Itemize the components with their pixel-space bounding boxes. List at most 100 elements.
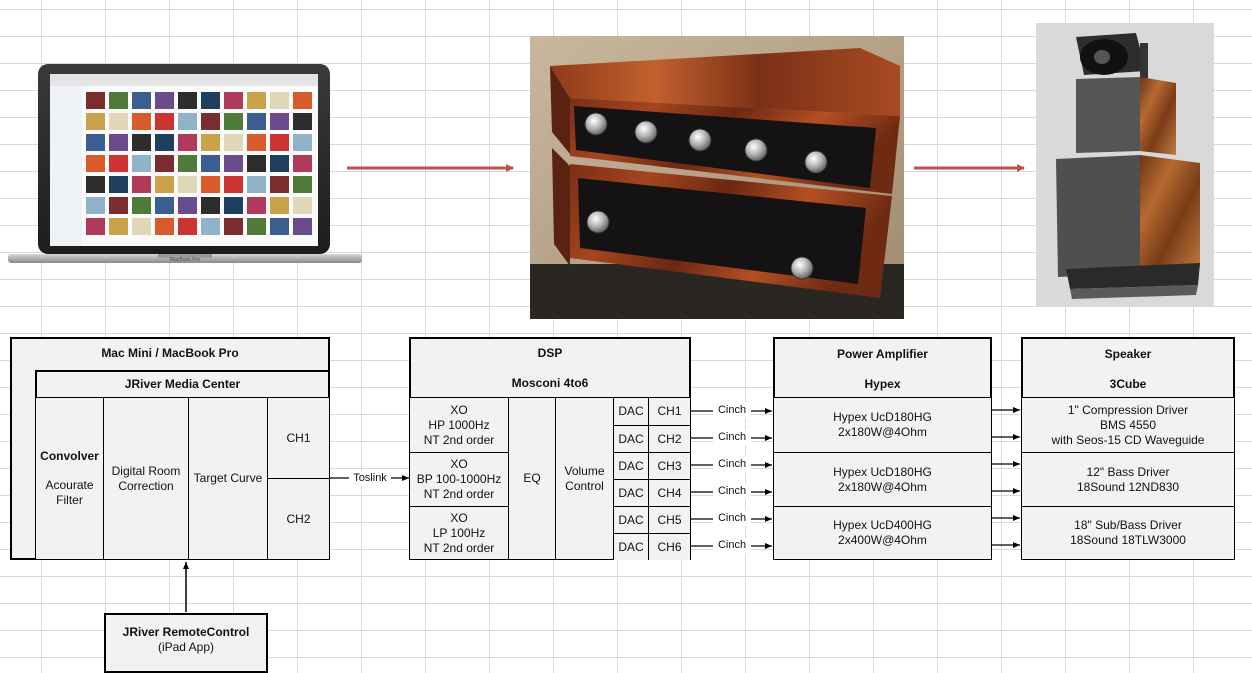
album-cover [109,218,128,235]
dsp-xo-line: XO [450,402,468,417]
laptop-image: MacBook Pro [8,62,362,272]
album-cover [178,176,197,193]
dsp-dac-cell: DAC [614,425,649,452]
speaker-driver-line: 18Sound 18TLW3000 [1070,533,1186,547]
album-cover [293,92,312,109]
cinch-label: Cinch [713,430,751,445]
dsp-dac-cell: DAC [614,533,649,560]
cinch-label: Cinch [713,538,751,553]
remote-title: JRiver RemoteControl [122,625,250,639]
amp-unit-line: Hypex UcD180HG [833,410,932,424]
speaker-driver-line: with Seos-15 CD Waveguide [1051,432,1205,447]
album-cover [155,218,174,235]
album-cover [132,113,151,130]
convolver-cell: Convolver Acourate Filter [36,398,104,559]
album-cover [132,155,151,172]
dsp-xo-line: LP 100Hz [432,525,486,540]
album-cover [201,134,220,151]
album-cover [293,197,312,214]
album-cover [224,176,243,193]
album-cover [270,218,289,235]
album-cover [178,197,197,214]
album-cover [109,92,128,109]
laptop-brand-text: MacBook Pro [170,257,200,263]
album-cover [155,197,174,214]
dsp-volume-line2: Control [565,478,604,493]
album-cover [155,92,174,109]
album-cover [224,197,243,214]
album-cover [247,197,266,214]
album-cover [178,113,197,130]
album-cover [247,113,266,130]
cinch-label: Cinch [713,511,751,526]
dsp-title: DSP [537,346,563,360]
convolver-title: Convolver [40,449,99,463]
amp-unit-line: 2x400W@4Ohm [838,533,927,547]
album-cover [178,134,197,151]
dsp-ch-cell: CH3 [649,452,690,479]
toslink-label: Toslink [349,471,391,486]
album-cover [247,176,266,193]
album-cover [224,155,243,172]
amp-unit-line: 2x180W@4Ohm [838,479,927,494]
album-cover [201,92,220,109]
dsp-xo-line: XO [450,457,468,471]
mac-ch1-label: CH1 [286,430,311,445]
album-cover [247,218,266,235]
amp-title: Power Amplifier [837,347,928,361]
mac-ch2-label: CH2 [286,511,311,526]
amp-unit-line: Hypex UcD180HG [833,464,932,479]
album-cover [132,134,151,151]
speaker-model: 3Cube [1109,377,1147,391]
dsp-dac-cell: DAC [614,479,649,506]
album-cover [132,176,151,193]
album-cover [247,155,266,172]
amp-unit-line: 2x180W@4Ohm [838,425,927,439]
album-cover [86,134,105,151]
target-curve-cell: Target Curve [189,398,268,559]
cinch-label: Cinch [713,403,751,418]
album-cover [86,113,105,130]
knob [634,120,658,144]
album-cover [270,176,289,193]
album-cover [86,218,105,235]
album-cover [132,197,151,214]
dsp-ch-cell: CH5 [649,506,690,533]
album-cover [293,155,312,172]
album-cover [86,176,105,193]
convolver-sub2: Filter [56,493,83,507]
speaker-driver-line: 12" Bass Driver [1086,464,1170,479]
dsp-dac-cell: DAC [614,452,649,479]
album-cover [224,113,243,130]
album-cover [155,134,174,151]
album-cover [201,176,220,193]
knob [790,256,814,280]
target-curve-label: Target Curve [193,471,263,485]
dsp-xo-line: NT 2nd order [423,487,495,501]
dsp-model: Mosconi 4to6 [511,376,589,390]
dsp-eq-cell: EQ [508,398,556,559]
speaker-render-image [1036,23,1214,307]
album-cover [270,134,289,151]
album-cover [224,92,243,109]
dsp-volume-cell: Volume Control [556,398,614,559]
album-cover [86,92,105,109]
speaker-title: Speaker [1104,347,1152,361]
amp-unit-line: Hypex UcD400HG [833,518,932,532]
amp-brand: Hypex [864,377,901,391]
album-cover [155,176,174,193]
album-cover [132,92,151,109]
album-cover [109,155,128,172]
dsp-dac-cell: DAC [614,398,649,425]
album-cover [178,155,197,172]
album-cover [132,218,151,235]
album-cover [270,92,289,109]
dsp-xo-line: XO [450,510,468,525]
